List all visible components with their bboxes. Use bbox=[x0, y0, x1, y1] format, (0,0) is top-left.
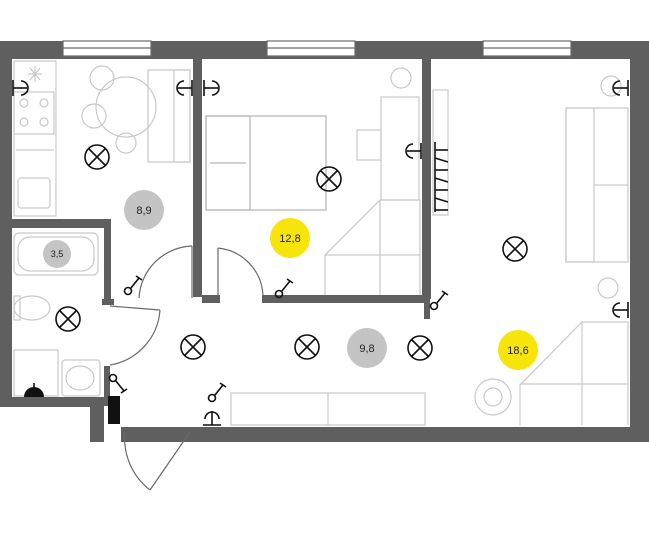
door-kitchen bbox=[138, 245, 193, 299]
recessed-light-icon bbox=[294, 334, 320, 360]
ceiling-light-icon bbox=[84, 144, 110, 170]
room-area-badge-bathroom: 3,5 bbox=[43, 240, 71, 268]
ceiling-light-icon bbox=[502, 236, 528, 262]
switch-icon bbox=[207, 382, 227, 403]
socket-icon bbox=[24, 383, 44, 397]
kitchen-furniture bbox=[13, 60, 191, 217]
room-area-badge-kitchen: 8,9 bbox=[124, 190, 164, 230]
switch-icon bbox=[429, 290, 449, 311]
window-living-room bbox=[482, 40, 572, 57]
bathroom-furniture bbox=[13, 232, 101, 397]
door-bathroom bbox=[109, 305, 161, 366]
recessed-light-icon bbox=[55, 306, 81, 332]
socket-icon bbox=[612, 302, 629, 318]
tv-outlet-icon bbox=[434, 142, 449, 212]
room-area-badge-living-room: 18,6 bbox=[498, 330, 538, 370]
hallway-furniture bbox=[230, 392, 426, 426]
recessed-lights bbox=[55, 306, 433, 361]
badge-bathroom-circle bbox=[43, 240, 71, 268]
room-area-hallway: 9,8 bbox=[359, 343, 374, 355]
socket-icon bbox=[203, 411, 221, 426]
room-area-bathroom: 3,5 bbox=[51, 249, 64, 259]
window-bedroom bbox=[266, 40, 356, 57]
sockets bbox=[12, 80, 629, 426]
recessed-light-icon bbox=[180, 334, 206, 360]
socket-icon bbox=[405, 143, 422, 159]
switches bbox=[108, 275, 449, 403]
badge-hallway-circle bbox=[347, 328, 387, 368]
room-area-badge-bedroom: 12,8 bbox=[270, 218, 310, 258]
room-area-bedroom: 12,8 bbox=[279, 233, 300, 245]
socket-icon bbox=[12, 80, 29, 96]
socket-icon bbox=[176, 80, 193, 96]
living-room-furniture bbox=[432, 75, 629, 425]
ceiling-light-icon bbox=[316, 166, 342, 192]
switch-icon bbox=[123, 275, 143, 296]
room-labels: 8,9 3,5 12,8 9,8 18,6 bbox=[43, 190, 538, 370]
door-entry bbox=[124, 431, 191, 491]
socket-icon bbox=[612, 80, 629, 96]
door-bedroom bbox=[217, 247, 264, 297]
doors bbox=[109, 245, 264, 491]
room-area-living-room: 18,6 bbox=[507, 345, 528, 357]
window-kitchen bbox=[62, 40, 152, 57]
ceiling-lights bbox=[84, 144, 528, 262]
room-area-badge-hallway: 9,8 bbox=[347, 328, 387, 368]
recessed-light-icon bbox=[407, 335, 433, 361]
bedroom-furniture bbox=[205, 67, 421, 295]
badge-kitchen-circle bbox=[124, 190, 164, 230]
room-area-kitchen: 8,9 bbox=[136, 205, 151, 217]
walls bbox=[0, 41, 649, 442]
windows bbox=[62, 40, 572, 57]
badge-living-room-circle bbox=[498, 330, 538, 370]
badge-bedroom-circle bbox=[270, 218, 310, 258]
switch-icon bbox=[108, 373, 128, 394]
switch-icon bbox=[274, 278, 294, 299]
socket-icon bbox=[203, 80, 220, 96]
